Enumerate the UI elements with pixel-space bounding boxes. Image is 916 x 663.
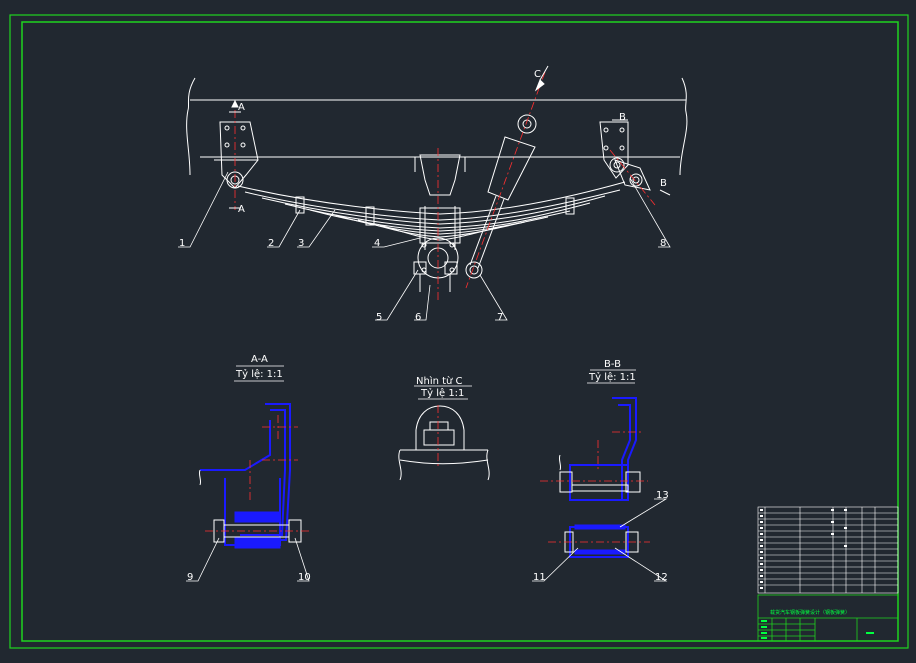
part-number-2: 2 bbox=[268, 238, 274, 249]
part-number-6: 6 bbox=[415, 312, 421, 323]
view-c-title: Nhìn từ C bbox=[416, 375, 463, 387]
shock-absorber bbox=[465, 114, 537, 279]
inner-frame bbox=[21, 21, 899, 642]
part-number-9: 9 bbox=[187, 572, 193, 583]
leaf-spring bbox=[237, 181, 626, 241]
title-block bbox=[757, 506, 899, 594]
part-number-8: 8 bbox=[660, 238, 666, 249]
title-block-bottom bbox=[757, 594, 899, 642]
section-mark-b-side: B bbox=[660, 178, 667, 189]
part-number-3: 3 bbox=[298, 238, 304, 249]
part-number-10: 10 bbox=[298, 572, 311, 583]
main-leaders bbox=[178, 171, 671, 321]
view-bb-leaders bbox=[532, 498, 668, 582]
part-number-11: 11 bbox=[533, 572, 546, 583]
title-block-markers bbox=[760, 509, 847, 589]
section-marks bbox=[229, 65, 671, 209]
view-aa-scale: Tỷ lệ: 1:1 bbox=[235, 368, 283, 380]
section-mark-b-top: B bbox=[619, 112, 626, 123]
section-mark-a-bottom: A bbox=[238, 204, 245, 215]
title-block-bottom-marks bbox=[761, 620, 874, 639]
view-aa-title: A-A bbox=[251, 354, 268, 365]
part-number-4: 4 bbox=[374, 238, 380, 249]
view-bb-scale: Tỷ lệ: 1:1 bbox=[588, 371, 636, 383]
view-aa-center-lines bbox=[205, 415, 312, 532]
part-number-13: 13 bbox=[656, 490, 669, 501]
part-number-7: 7 bbox=[497, 312, 503, 323]
front-bracket bbox=[219, 121, 259, 189]
section-mark-a-top: A bbox=[238, 102, 245, 113]
view-bb-drawing bbox=[558, 397, 641, 558]
view-c-drawing bbox=[398, 405, 490, 481]
view-bb-center-lines bbox=[540, 431, 650, 543]
view-aa-drawing bbox=[198, 403, 302, 549]
part-number-1: 1 bbox=[179, 238, 185, 249]
title-block-title: 载货汽车钢板弹簧设计（钢板弹簧） bbox=[770, 609, 850, 616]
frame-rail bbox=[186, 77, 196, 176]
rear-bracket bbox=[599, 121, 629, 179]
part-number-12: 12 bbox=[655, 572, 668, 583]
view-bb-title: B-B bbox=[604, 359, 621, 370]
view-aa-leaders bbox=[186, 537, 310, 582]
view-c-scale: Tỷ lệ 1:1 bbox=[420, 387, 464, 399]
section-mark-c: C bbox=[534, 69, 541, 80]
main-view bbox=[186, 77, 688, 292]
outer-frame bbox=[9, 14, 909, 649]
main-center-lines bbox=[234, 71, 656, 300]
part-number-5: 5 bbox=[376, 312, 382, 323]
